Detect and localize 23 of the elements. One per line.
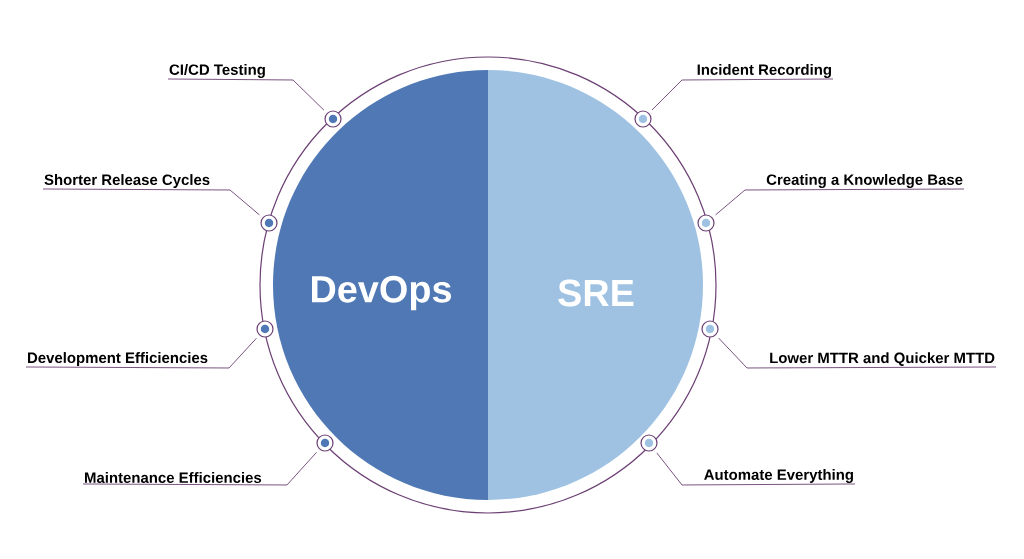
label-text: Creating a Knowledge Base [766,174,963,188]
leader-line [167,78,325,111]
label-text: Lower MTTR and Quicker MTTD [770,352,995,366]
dot-marker [260,214,278,232]
leader-line [656,452,856,486]
label-text: Shorter Release Cycles [44,174,210,188]
label-text: Automate Everything [704,469,853,483]
label-text: Maintenance Efficiencies [85,472,262,483]
dot-marker [640,434,658,452]
dot-marker [256,320,274,338]
leader-line [82,451,317,486]
leader-line [651,78,834,111]
leader-line [25,337,257,369]
label-text: CI/CD Testing [169,64,265,78]
leader-line [42,188,260,216]
dot-marker [324,110,342,128]
dot-marker [697,214,715,232]
dot-marker [634,110,652,128]
dot-marker [316,434,334,452]
label-text: Development Efficiencies [28,352,208,366]
leader-line [718,337,997,369]
leader-line [715,188,965,216]
dot-marker [701,320,719,338]
